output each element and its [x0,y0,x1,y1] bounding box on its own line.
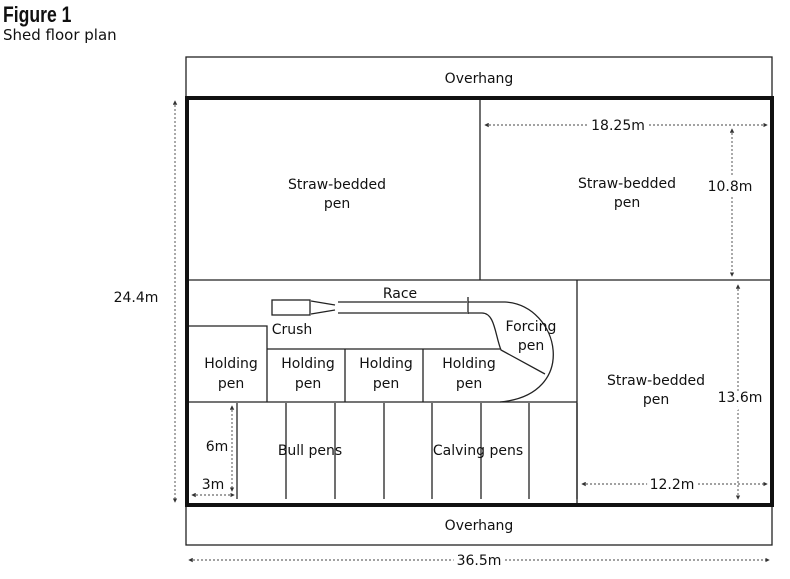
dim-br-width: 12.2m [650,477,695,493]
dim-total-width: 24.4m [114,290,159,306]
holding-label: pen [456,376,482,392]
pen-label: Straw-bedded [607,373,705,389]
overhang-bottom-label: Overhang [445,518,514,534]
holding-label: Holding [204,356,258,372]
holding-label: Holding [281,356,335,372]
dim-total-length: 36.5m [457,553,502,569]
figure-subtitle: Shed floor plan [3,26,117,44]
holding-label: Holding [442,356,496,372]
bull-pens-label: Bull pens [278,443,342,459]
pen-label: Straw-bedded [288,177,386,193]
pen-label: pen [614,195,640,211]
shed-outline [185,96,774,507]
holding-label: pen [295,376,321,392]
dim-tr-width: 18.25m [591,118,645,134]
overhang-top-label: Overhang [445,71,514,87]
holding-label: pen [218,376,244,392]
forcing-label: pen [518,338,544,354]
dim-pen-depth: 6m [206,439,229,455]
race-label: Race [383,286,417,302]
forcing-label: Forcing [506,319,557,335]
dimension-lines [172,100,770,563]
walls [186,98,772,505]
holding-label: pen [373,376,399,392]
pen-label: Straw-bedded [578,176,676,192]
dim-br-depth: 13.6m [718,390,763,406]
pen-label: pen [643,392,669,408]
crush-label: Crush [272,322,313,338]
holding-label: Holding [359,356,413,372]
figure-title: Figure 1 [3,2,72,27]
pen-label: pen [324,196,350,212]
dim-tr-depth: 10.8m [708,179,753,195]
calving-pens-label: Calving pens [433,443,523,459]
dim-pen-width: 3m [202,477,225,493]
